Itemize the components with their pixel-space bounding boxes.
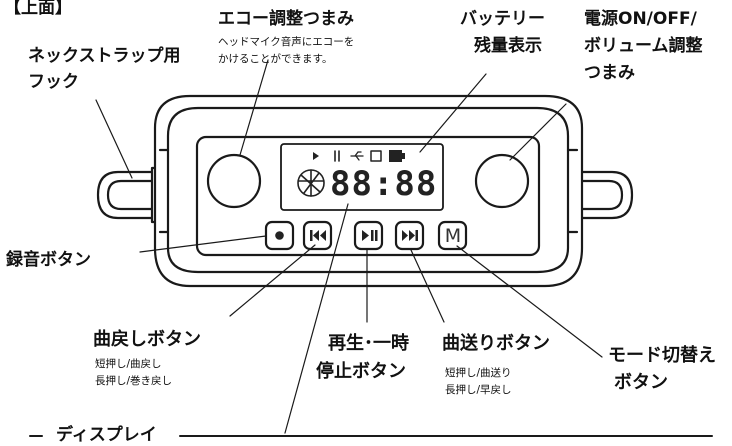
prev-button-title: 曲戻しボタン: [93, 329, 201, 350]
battery-title-1: バッテリー: [460, 9, 545, 29]
mode-key-letter: M: [444, 225, 462, 247]
lcd-disc-icon: [297, 169, 325, 197]
next-track-icon: [402, 230, 418, 241]
display-title: ディスプレイ: [56, 425, 157, 445]
mode-button-title-2: ボタン: [614, 372, 668, 393]
prev-button-desc-2: 長押し/巻き戻し: [95, 375, 173, 387]
record-dot-icon: [275, 231, 284, 240]
echo-knob-desc-1: ヘッドマイク音声にエコーを: [218, 36, 355, 48]
play-pause-title-2: 停止ボタン: [316, 361, 406, 382]
battery-title-2: 残量表示: [474, 36, 542, 56]
power-volume-title-1: 電源ON/OFF/: [584, 9, 697, 29]
echo-knob: [206, 153, 262, 209]
lcd-usb-icon: [350, 151, 364, 161]
section-tag: 【上面】: [4, 0, 72, 18]
prev-button-desc-1: 短押し/曲戻し: [95, 358, 162, 370]
neck-strap-hook-title-1: ネックストラップ用: [28, 46, 181, 66]
next-button-desc-2: 長押し/早戻し: [445, 384, 512, 396]
lcd-card-icon: [370, 150, 382, 162]
next-button-desc-1: 短押し/曲送り: [445, 367, 512, 379]
echo-knob-title: エコー調整つまみ: [218, 9, 354, 29]
play-pause-icon: [362, 230, 378, 241]
lcd-pause-icon: [334, 150, 340, 162]
lcd-play-icon: [313, 152, 319, 160]
prev-track-icon: [310, 230, 326, 241]
power-volume-title-2: ボリューム調整: [584, 36, 703, 56]
record-button-title: 録音ボタン: [6, 250, 91, 270]
play-pause-title-1: 再生･一時: [328, 333, 409, 354]
power-volume-title-3: つまみ: [584, 63, 635, 83]
power-volume-knob: [474, 153, 530, 209]
lcd-screen: [280, 143, 444, 211]
mode-button: [437, 220, 468, 251]
next-button-title: 曲送りボタン: [442, 333, 550, 354]
lcd-digits: 88:88: [330, 164, 438, 204]
callout-leaders: [95, 59, 603, 434]
mode-button-title-1: モード切替え: [608, 345, 716, 366]
echo-knob-desc-2: かけることができます。: [218, 53, 333, 65]
neck-strap-hook-title-2: フック: [28, 72, 79, 92]
lcd-battery-icon: [389, 150, 405, 162]
